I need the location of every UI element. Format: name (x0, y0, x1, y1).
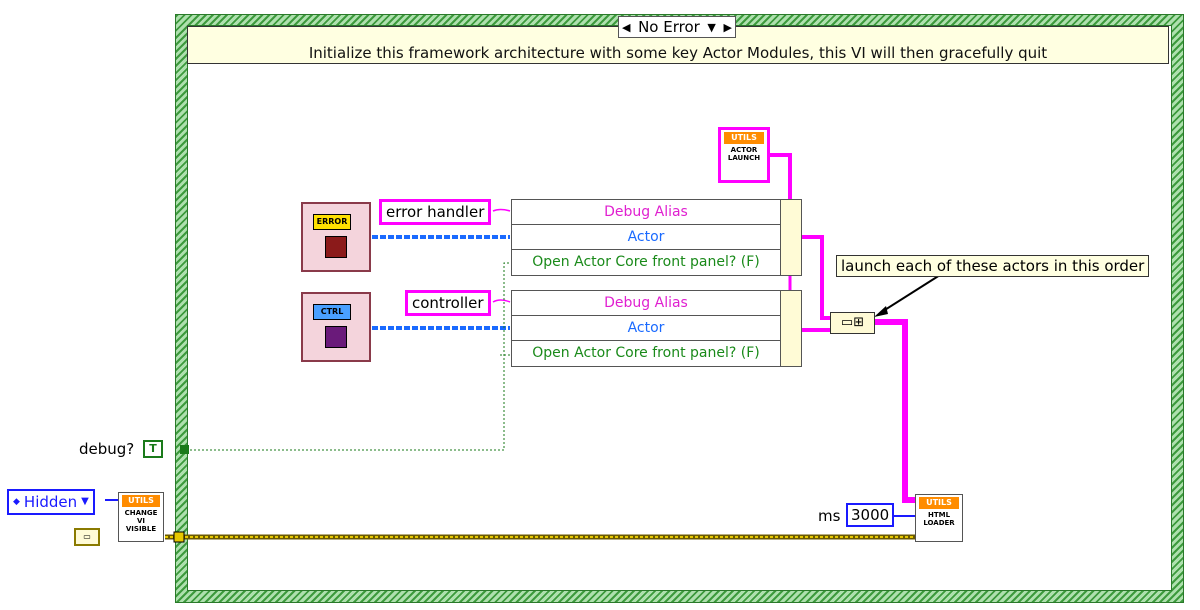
ring-icon: ◆ (13, 497, 20, 507)
string-wire-ctrl (492, 299, 511, 303)
controller-class-constant[interactable]: CTRL (301, 292, 371, 362)
build-array-node[interactable]: ▭⊞ (830, 312, 875, 334)
bundle-row-debug-alias: Debug Alias (512, 291, 780, 316)
ctrl-class-tag: CTRL (313, 304, 351, 320)
cube-icon (325, 326, 347, 348)
visibility-ring-constant[interactable]: ◆ Hidden ▼ (7, 489, 95, 515)
bundle-out-1 (800, 235, 830, 320)
case-selector-value: No Error (638, 18, 700, 36)
ms-constant[interactable]: 3000 (846, 503, 895, 527)
debug-label: debug? (79, 440, 135, 458)
error-handler-class-constant[interactable]: ERROR (301, 202, 371, 272)
bundle-row-open-fp: Open Actor Core front panel? (F) (532, 254, 760, 270)
bundle-side-1 (780, 199, 802, 276)
bundle-row-open-fp: Open Actor Core front panel? (F) (532, 345, 760, 361)
error-handler-string-constant[interactable]: error handler (379, 199, 492, 225)
subvi-text: LOADER (923, 519, 955, 527)
comment-text: Initialize this framework architecture w… (308, 44, 1048, 62)
chevron-down-icon[interactable]: ▼ (707, 20, 716, 34)
bundle-row-debug-alias: Debug Alias (512, 200, 780, 225)
subvi-header: UTILS (122, 495, 160, 507)
cube-icon (325, 236, 347, 258)
subvi-text: HTML (927, 511, 951, 519)
build-array-icon: ▭⊞ (840, 315, 865, 330)
ms-label: ms (818, 507, 841, 525)
bundle-by-name-controller[interactable]: Debug Alias Actor Open Actor Core front … (511, 290, 781, 367)
increment-case-icon[interactable]: ▶ (723, 20, 732, 34)
subvi-header: UTILS (919, 497, 959, 509)
subvi-text: CHANGE (124, 509, 158, 517)
bundle-row-actor: Actor (512, 316, 780, 341)
string-wire-error (492, 208, 511, 212)
change-visible-subvi[interactable]: UTILS CHANGE VI VISIBLE (118, 492, 164, 542)
subvi-text: ACTOR (730, 146, 758, 154)
subvi-text: LAUNCH (727, 154, 761, 162)
html-loader-subvi[interactable]: UTILS HTML LOADER (915, 494, 963, 542)
error-class-tag: ERROR (313, 214, 351, 230)
array-wire (875, 319, 915, 503)
subvi-header: UTILS (724, 132, 764, 144)
debug-boolean-control[interactable]: T (143, 440, 163, 458)
bundle-row-actor: Actor (512, 225, 780, 250)
subvi-text: VI (136, 517, 146, 525)
ring-value: Hidden (23, 493, 78, 511)
vi-reference-constant[interactable]: ▭ (74, 528, 100, 546)
chevron-down-icon: ▼ (81, 496, 89, 507)
controller-string-constant[interactable]: controller (405, 290, 491, 316)
decrement-case-icon[interactable]: ◀ (622, 20, 631, 34)
bundle-side-2 (780, 290, 802, 367)
actor-launch-subvi[interactable]: UTILS ACTOR LAUNCH (718, 127, 770, 183)
note-arrow (879, 274, 941, 314)
launch-wire (770, 153, 792, 200)
case-selector[interactable]: ◀ No Error ▼ ▶ (618, 16, 736, 38)
debug-wire (190, 262, 512, 451)
order-note: launch each of these actors in this orde… (836, 255, 1150, 277)
subvi-text: VISIBLE (125, 525, 157, 533)
bundle-by-name-error-handler[interactable]: Debug Alias Actor Open Actor Core front … (511, 199, 781, 276)
